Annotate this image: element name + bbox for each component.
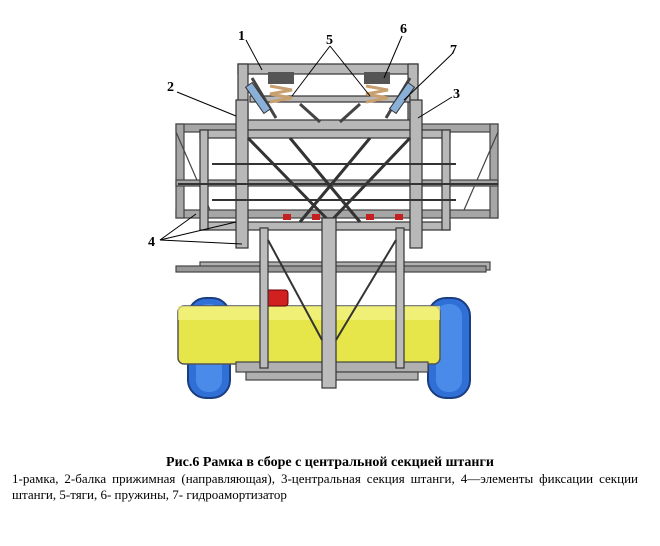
boom-bars — [178, 163, 498, 201]
callout-5: 5 — [326, 33, 333, 48]
callout-7: 7 — [450, 43, 457, 58]
central-post — [259, 217, 405, 389]
tank — [177, 289, 441, 365]
callout-3: 3 — [453, 87, 460, 102]
callout-2: 2 — [167, 80, 174, 95]
fixing-elements — [283, 214, 403, 220]
figure-caption-legend: 1-рамка, 2-балка прижимная (направляющая… — [12, 471, 638, 502]
shock-absorbers — [244, 81, 416, 115]
callout-4: 4 — [148, 235, 155, 250]
leader-lines — [159, 35, 453, 245]
figure-caption-title: Рис.6 Рамка в сборе с центральной секцие… — [166, 455, 494, 470]
springs — [268, 72, 390, 104]
callout-6: 6 — [400, 22, 407, 37]
callout-1: 1 — [238, 29, 245, 44]
assembly-drawing: 1 2 3 4 5 6 7 — [148, 22, 499, 399]
